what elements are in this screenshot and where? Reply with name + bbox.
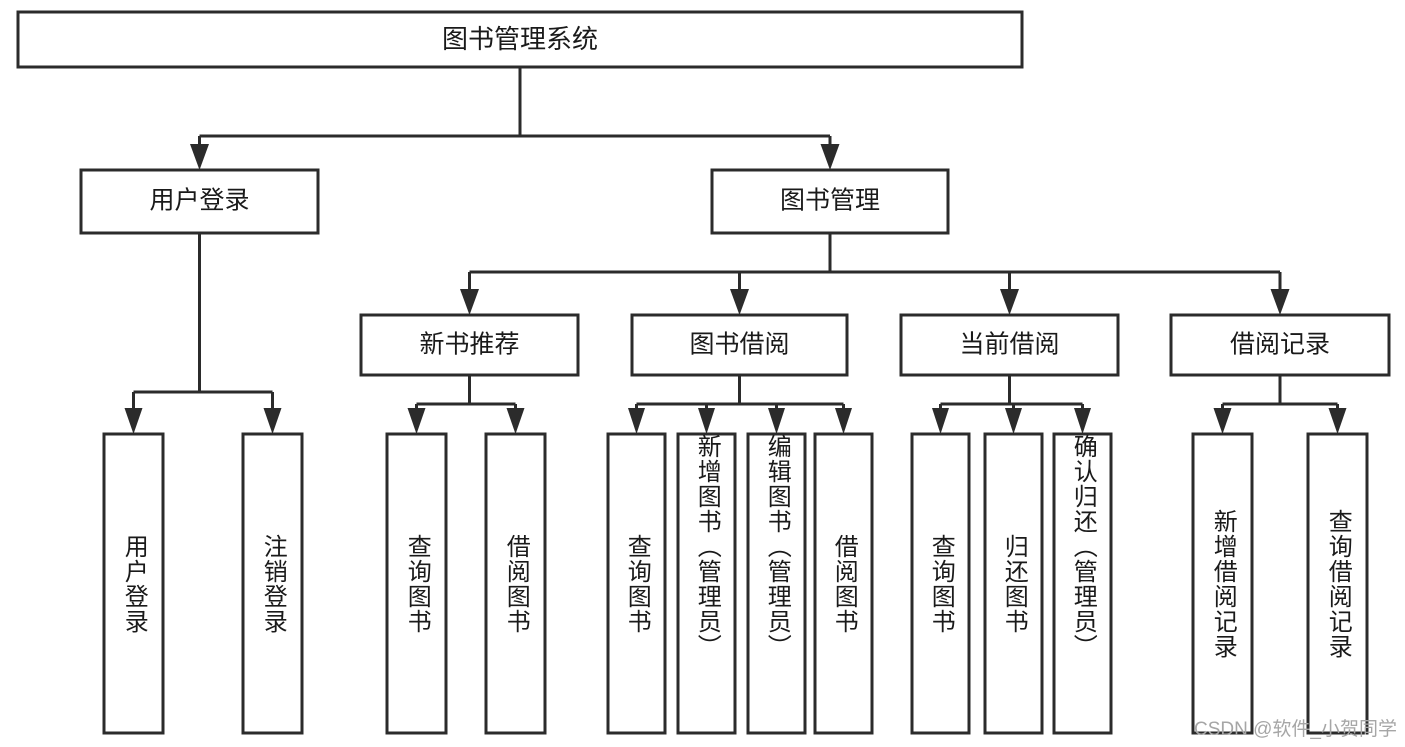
edge-newbook-bus (415, 375, 517, 416)
node-current-borrow-box[interactable] (899, 313, 1120, 377)
arrow-bookmgmt-to-current (1000, 289, 1019, 315)
arrow-root-to-user-login (190, 144, 209, 170)
node-book-borrow-label: 图书借阅 (689, 331, 789, 359)
leaf-box-return-book[interactable] (983, 432, 1044, 735)
leaf-box-query-book-3[interactable] (910, 432, 971, 735)
arrow-records-to-leaf-2 (1328, 408, 1347, 434)
node-book-management[interactable]: 图书管理 (710, 168, 950, 235)
arrow-userlogin-to-leaf-2 (263, 408, 282, 434)
connector-layer (124, 67, 1347, 434)
leaf-box-borrow-book-1[interactable] (484, 432, 547, 735)
node-borrow-records-box[interactable] (1169, 313, 1391, 377)
arrow-userlogin-to-leaf-1 (124, 408, 143, 434)
arrow-current-to-leaf-2 (1005, 408, 1022, 434)
node-current-borrow[interactable]: 当前借阅 (899, 313, 1120, 377)
node-user-login-box[interactable] (79, 168, 320, 235)
arrow-newbook-to-leaf-2 (506, 408, 525, 434)
arrow-borrow-to-leaf-4 (835, 408, 852, 434)
leaf-box-confirm-return-admin[interactable] (1052, 432, 1113, 735)
node-user-login-label: 用户登录 (149, 187, 249, 215)
edge-userlogin-bus (132, 233, 274, 416)
node-borrow-records[interactable]: 借阅记录 (1169, 313, 1391, 377)
edge-bookmgmt-bus (468, 233, 1282, 297)
node-current-borrow-label: 当前借阅 (959, 331, 1059, 359)
node-root-box[interactable] (16, 10, 1024, 69)
leaf-box-query-borrow-record[interactable] (1306, 432, 1369, 735)
node-new-book-recommend-label: 新书推荐 (419, 331, 519, 359)
leaf-box-add-book-admin[interactable] (676, 432, 737, 735)
leaf-box-query-book-1[interactable] (385, 432, 448, 735)
leaf-box-user-login[interactable] (102, 432, 165, 735)
edge-borrow-bus (635, 375, 845, 416)
leaf-box-layer (102, 432, 1369, 735)
node-new-book-recommend-box[interactable] (359, 313, 580, 377)
edge-records-bus (1221, 375, 1339, 416)
node-book-borrow-box[interactable] (630, 313, 849, 377)
node-book-borrow[interactable]: 图书借阅 (630, 313, 849, 377)
leaf-box-edit-book-admin[interactable] (746, 432, 807, 735)
arrow-newbook-to-leaf-1 (407, 408, 426, 434)
node-borrow-records-label: 借阅记录 (1230, 331, 1330, 359)
node-user-login[interactable]: 用户登录 (79, 168, 320, 235)
node-new-book-recommend[interactable]: 新书推荐 (359, 313, 580, 377)
arrow-bookmgmt-to-records (1270, 289, 1290, 315)
node-book-management-label: 图书管理 (780, 187, 880, 215)
arrow-records-to-leaf-1 (1213, 408, 1232, 434)
node-root-label: 图书管理系统 (442, 24, 598, 54)
arrow-root-to-book-mgmt (820, 144, 840, 170)
edge-root-bus (198, 67, 832, 152)
arrow-bookmgmt-to-borrow (730, 289, 749, 315)
leaf-box-add-borrow-record[interactable] (1191, 432, 1254, 735)
arrow-borrow-to-leaf-1 (628, 408, 645, 434)
arrow-bookmgmt-to-new-book (460, 289, 479, 315)
leaf-box-borrow-book-2[interactable] (813, 432, 874, 735)
csdn-watermark: CSDN @软件_小贺同学 (1194, 719, 1397, 740)
arrow-borrow-to-leaf-2 (698, 408, 715, 434)
leaf-box-logout[interactable] (241, 432, 304, 735)
arrow-borrow-to-leaf-3 (768, 408, 785, 434)
arrow-current-to-leaf-1 (932, 408, 949, 434)
node-root[interactable]: 图书管理系统 (16, 10, 1024, 69)
arrow-current-to-leaf-3 (1074, 408, 1091, 434)
leaf-box-query-book-2[interactable] (606, 432, 667, 735)
node-book-management-box[interactable] (710, 168, 950, 235)
